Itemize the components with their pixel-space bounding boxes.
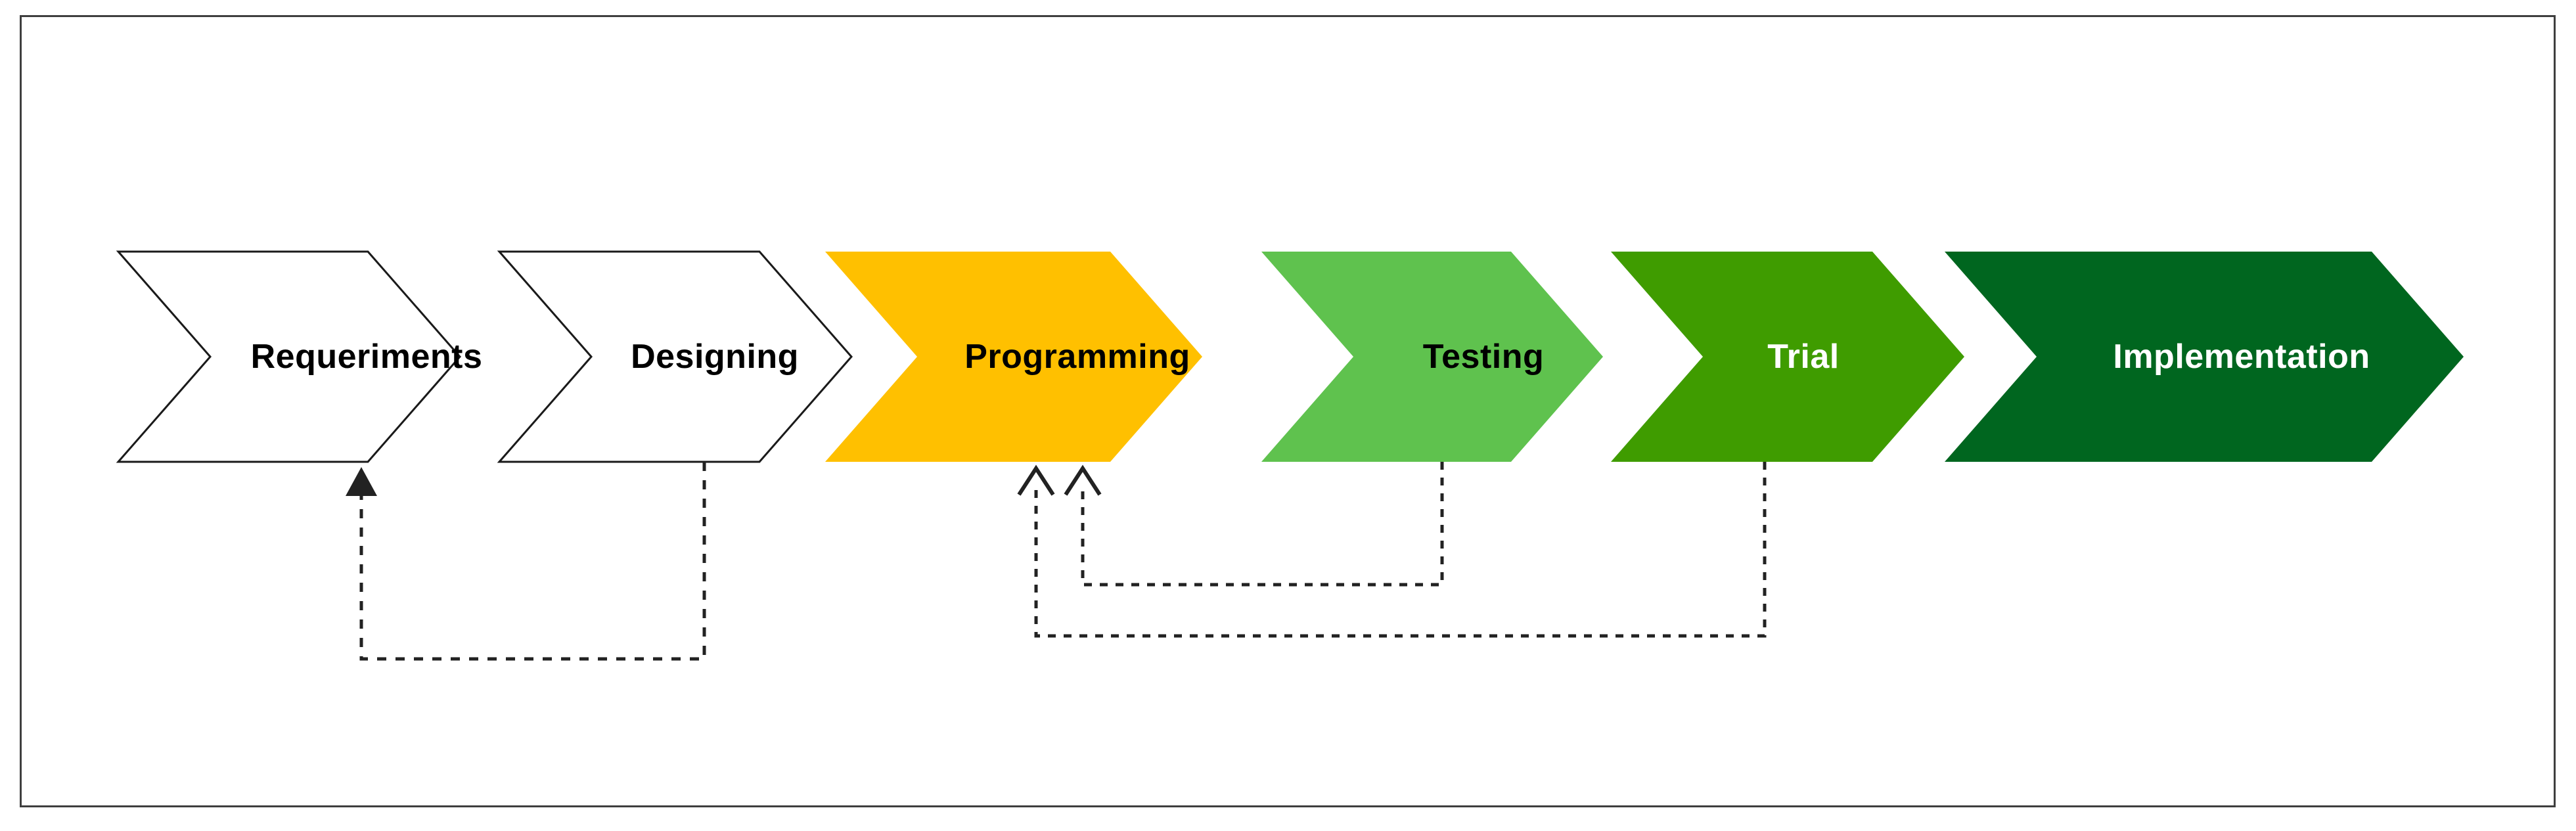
- chevron-designing[interactable]: [499, 252, 851, 462]
- arrowhead-designing-to-requirements: [346, 467, 377, 496]
- chevron-implementation[interactable]: [1945, 252, 2464, 462]
- chevron-programming[interactable]: [825, 252, 1202, 462]
- feedback-loop-group: [346, 462, 1765, 659]
- chevron-requirements[interactable]: [118, 252, 460, 462]
- chevron-trial[interactable]: [1611, 252, 1964, 462]
- feedback-line-trial-to-programming: [1036, 462, 1765, 636]
- feedback-line-designing-to-requirements: [361, 462, 704, 659]
- chevron-testing[interactable]: [1261, 252, 1603, 462]
- feedback-line-testing-to-programming: [1083, 462, 1442, 585]
- chevron-group: [118, 252, 2464, 462]
- arrowhead-testing-to-programming: [1066, 468, 1100, 495]
